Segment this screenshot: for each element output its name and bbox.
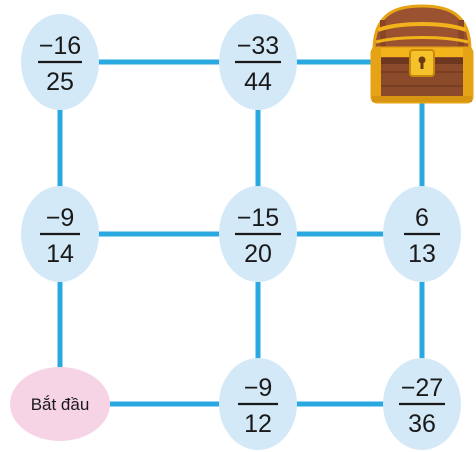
- fraction-denominator: 12: [244, 410, 272, 438]
- fraction-numerator: −9: [46, 204, 75, 232]
- fraction-node: −27 36: [383, 358, 461, 450]
- fraction-numerator: −16: [39, 32, 81, 60]
- start-label: Bắt đầu: [31, 395, 90, 414]
- fraction-denominator: 13: [408, 240, 436, 268]
- fraction-denominator: 36: [408, 410, 436, 438]
- fraction-node: −33 44: [219, 14, 297, 110]
- fraction-numerator: −33: [237, 32, 279, 60]
- fraction-numerator: −27: [401, 374, 443, 402]
- fraction-numerator: −9: [244, 374, 273, 402]
- fraction-node: −16 25: [21, 14, 99, 110]
- fraction-node: −15 20: [219, 186, 297, 282]
- treasure-chest-icon: [372, 6, 472, 102]
- start-node: Bắt đầu: [10, 367, 110, 441]
- fraction-node: 6 13: [383, 186, 461, 282]
- fraction-denominator: 25: [46, 68, 74, 96]
- fraction-numerator: 6: [415, 204, 429, 232]
- fraction-node: −9 14: [21, 186, 99, 282]
- fraction-denominator: 44: [244, 68, 272, 96]
- fraction-denominator: 14: [46, 240, 74, 268]
- fraction-denominator: 20: [244, 240, 272, 268]
- fraction-node: −9 12: [219, 358, 297, 450]
- fraction-numerator: −15: [237, 204, 279, 232]
